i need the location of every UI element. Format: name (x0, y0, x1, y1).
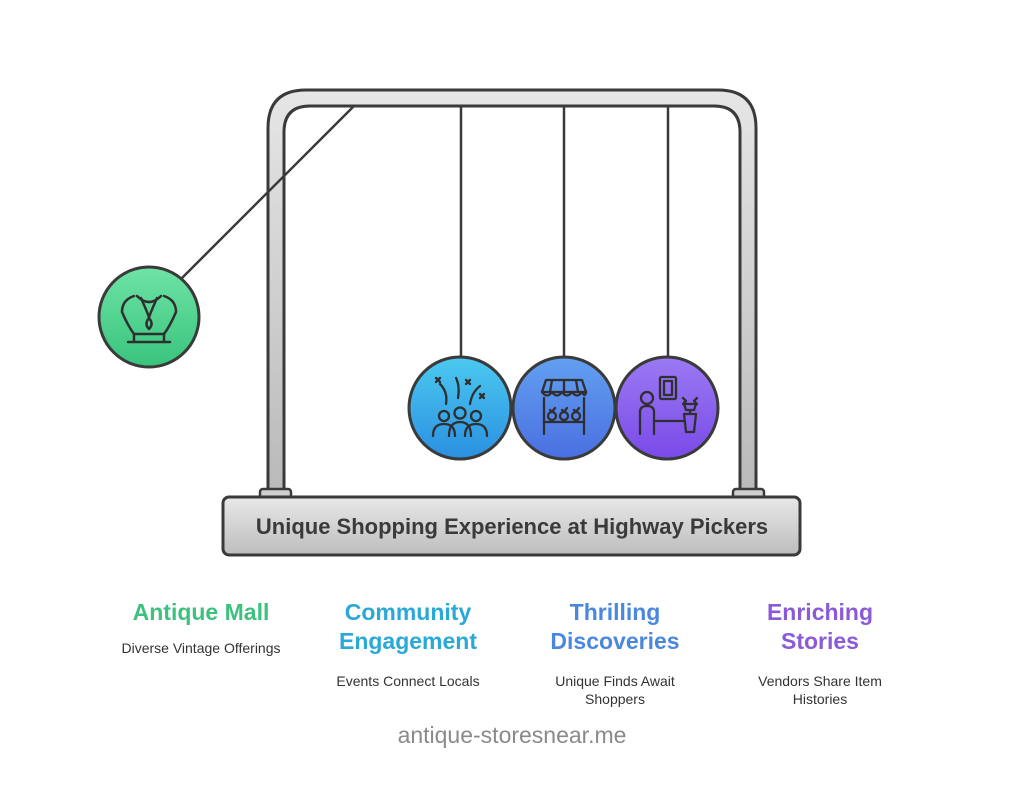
necklace-display-icon (120, 294, 178, 344)
vendor-story-icon (638, 375, 699, 436)
ball-antique-mall (97, 265, 201, 369)
cradle-base (221, 495, 802, 557)
string-1 (177, 105, 355, 283)
ball-community-engagement (407, 355, 513, 461)
column-enriching-stories: Enriching Stories Vendors Share Item His… (720, 598, 920, 708)
ball-thrilling-discoveries (511, 355, 617, 461)
column-description: Vendors Share Item Histories (758, 673, 882, 707)
column-title: Antique Mall (132, 599, 270, 625)
column-title: Thrilling Discoveries (550, 599, 680, 654)
column-description: Events Connect Locals (336, 673, 480, 689)
community-celebration-icon (431, 376, 489, 438)
column-antique-mall: Antique Mall Diverse Vintage Offerings (101, 598, 301, 657)
footer-watermark: antique-storesnear.me (397, 722, 627, 748)
column-community-engagement: Community Engagement Events Connect Loca… (308, 598, 508, 690)
column-description: Diverse Vintage Offerings (121, 640, 281, 656)
market-stall-icon (540, 378, 588, 436)
column-title: Community Engagement (338, 599, 478, 654)
base-label: Unique Shopping Experience at Highway Pi… (256, 514, 768, 539)
column-description: Unique Finds Await Shoppers (555, 673, 675, 707)
column-thrilling-discoveries: Thrilling Discoveries Unique Finds Await… (515, 598, 715, 708)
ball-enriching-stories (614, 355, 720, 461)
column-title: Enriching Stories (766, 599, 874, 654)
